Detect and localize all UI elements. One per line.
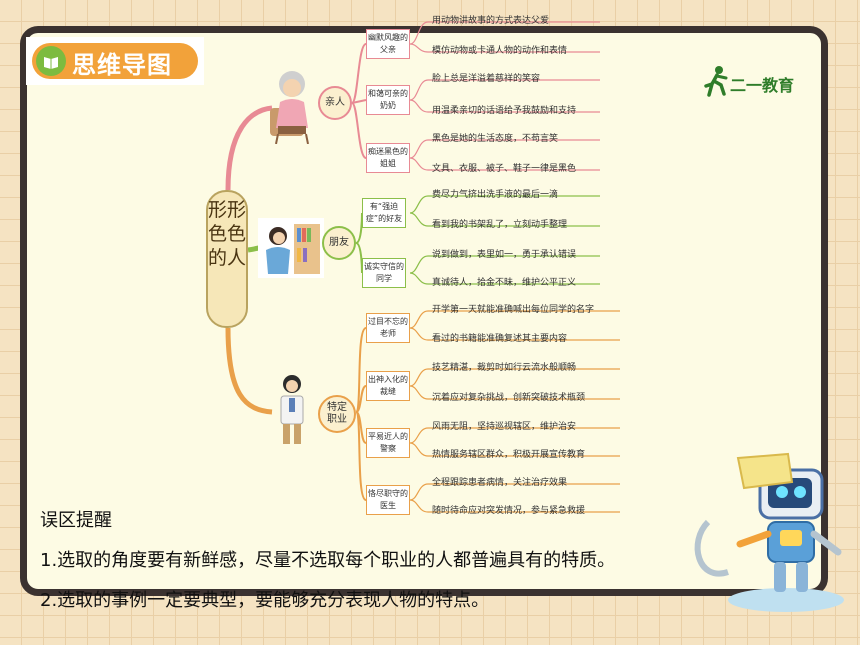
leaf-text: 脸上总是洋溢着慈祥的笑容 [432, 74, 541, 84]
sub-topic-node: 平易近人的警察 [366, 428, 410, 458]
brand-logo: 二一教育 [702, 64, 802, 104]
leaf-text: 黑色是她的生活态度，不苟言笑 [432, 134, 559, 144]
sub-topic-node: 痴迷黑色的姐姐 [366, 143, 410, 173]
mind-map-logo: 思维导图 [26, 37, 204, 85]
center-topic: 形形色色的人 [206, 190, 248, 328]
leaf-text: 用温柔亲切的话语给予我鼓励和支持 [432, 106, 577, 116]
sub-topic-node: 和蔼可亲的奶奶 [366, 85, 410, 115]
branch-node: 朋友 [322, 226, 356, 260]
robot-mascot [694, 452, 844, 612]
friend-illustration [258, 218, 324, 278]
leaf-text: 随时待命应对突发情况，参与紧急救援 [432, 506, 586, 516]
leaf-text: 开学第一天就能准确喊出每位同学的名字 [432, 305, 595, 315]
leaf-text: 模仿动物或卡通人物的动作和表情 [432, 46, 568, 56]
leaf-text: 全程跟踪患者病情，关注治疗效果 [432, 478, 568, 488]
leaf-text: 文具、衣服、被子、鞋子一律是黑色 [432, 164, 577, 174]
logo-text: 思维导图 [72, 51, 172, 79]
sub-topic-node: 诚实守信的同学 [362, 258, 406, 288]
sub-topic-node: 出神入化的裁缝 [366, 371, 410, 401]
sub-topic-node: 恪尽职守的医生 [366, 485, 410, 515]
leaf-text: 用动物讲故事的方式表达父爱 [432, 16, 550, 26]
branch-node: 亲人 [318, 86, 352, 120]
runner-icon [704, 66, 728, 97]
leaf-text: 技艺精湛，裁剪时如行云流水般顺畅 [432, 363, 577, 373]
branch-node: 特定职业 [318, 395, 356, 433]
leaf-text: 真诚待人，拾金不昧，维护公平正义 [432, 278, 577, 288]
brand-text: 二一教育 [730, 76, 795, 95]
tip-item: 2.选取的事例一定要典型，要能够充分表现人物的特点。 [40, 590, 490, 611]
tips-title: 误区提醒 [40, 510, 112, 531]
book-icon [36, 46, 66, 76]
grandma-illustration [270, 71, 309, 144]
sub-topic-node: 有“强迫症”的好友 [362, 198, 406, 228]
leaf-text: 沉着应对复杂挑战，创新突破技术瓶颈 [432, 393, 586, 403]
leaf-text: 说到做到，表里如一，勇于承认错误 [432, 250, 577, 260]
sub-topic-node: 幽默风趣的父亲 [366, 29, 410, 59]
leaf-text: 看过的书籍能准确复述其主要内容 [432, 334, 568, 344]
professional-illustration [280, 375, 304, 444]
center-topic-text: 形形色色的人 [208, 199, 247, 269]
slide-board [20, 26, 828, 596]
tip-item: 1.选取的角度要有新鲜感，尽量不选取每个职业的人都普遍具有的特质。 [40, 550, 616, 571]
leaf-text: 风雨无阻，坚持巡视辖区，维护治安 [432, 422, 577, 432]
logo-pill: 思维导图 [32, 43, 198, 79]
leaf-text: 费尽力气挤出洗手液的最后一滴 [432, 190, 559, 200]
leaf-text: 热情服务辖区群众，积极开展宣传教育 [432, 450, 586, 460]
leaf-text: 看到我的书架乱了，立刻动手整理 [432, 220, 568, 230]
sub-topic-node: 过目不忘的老师 [366, 313, 410, 343]
